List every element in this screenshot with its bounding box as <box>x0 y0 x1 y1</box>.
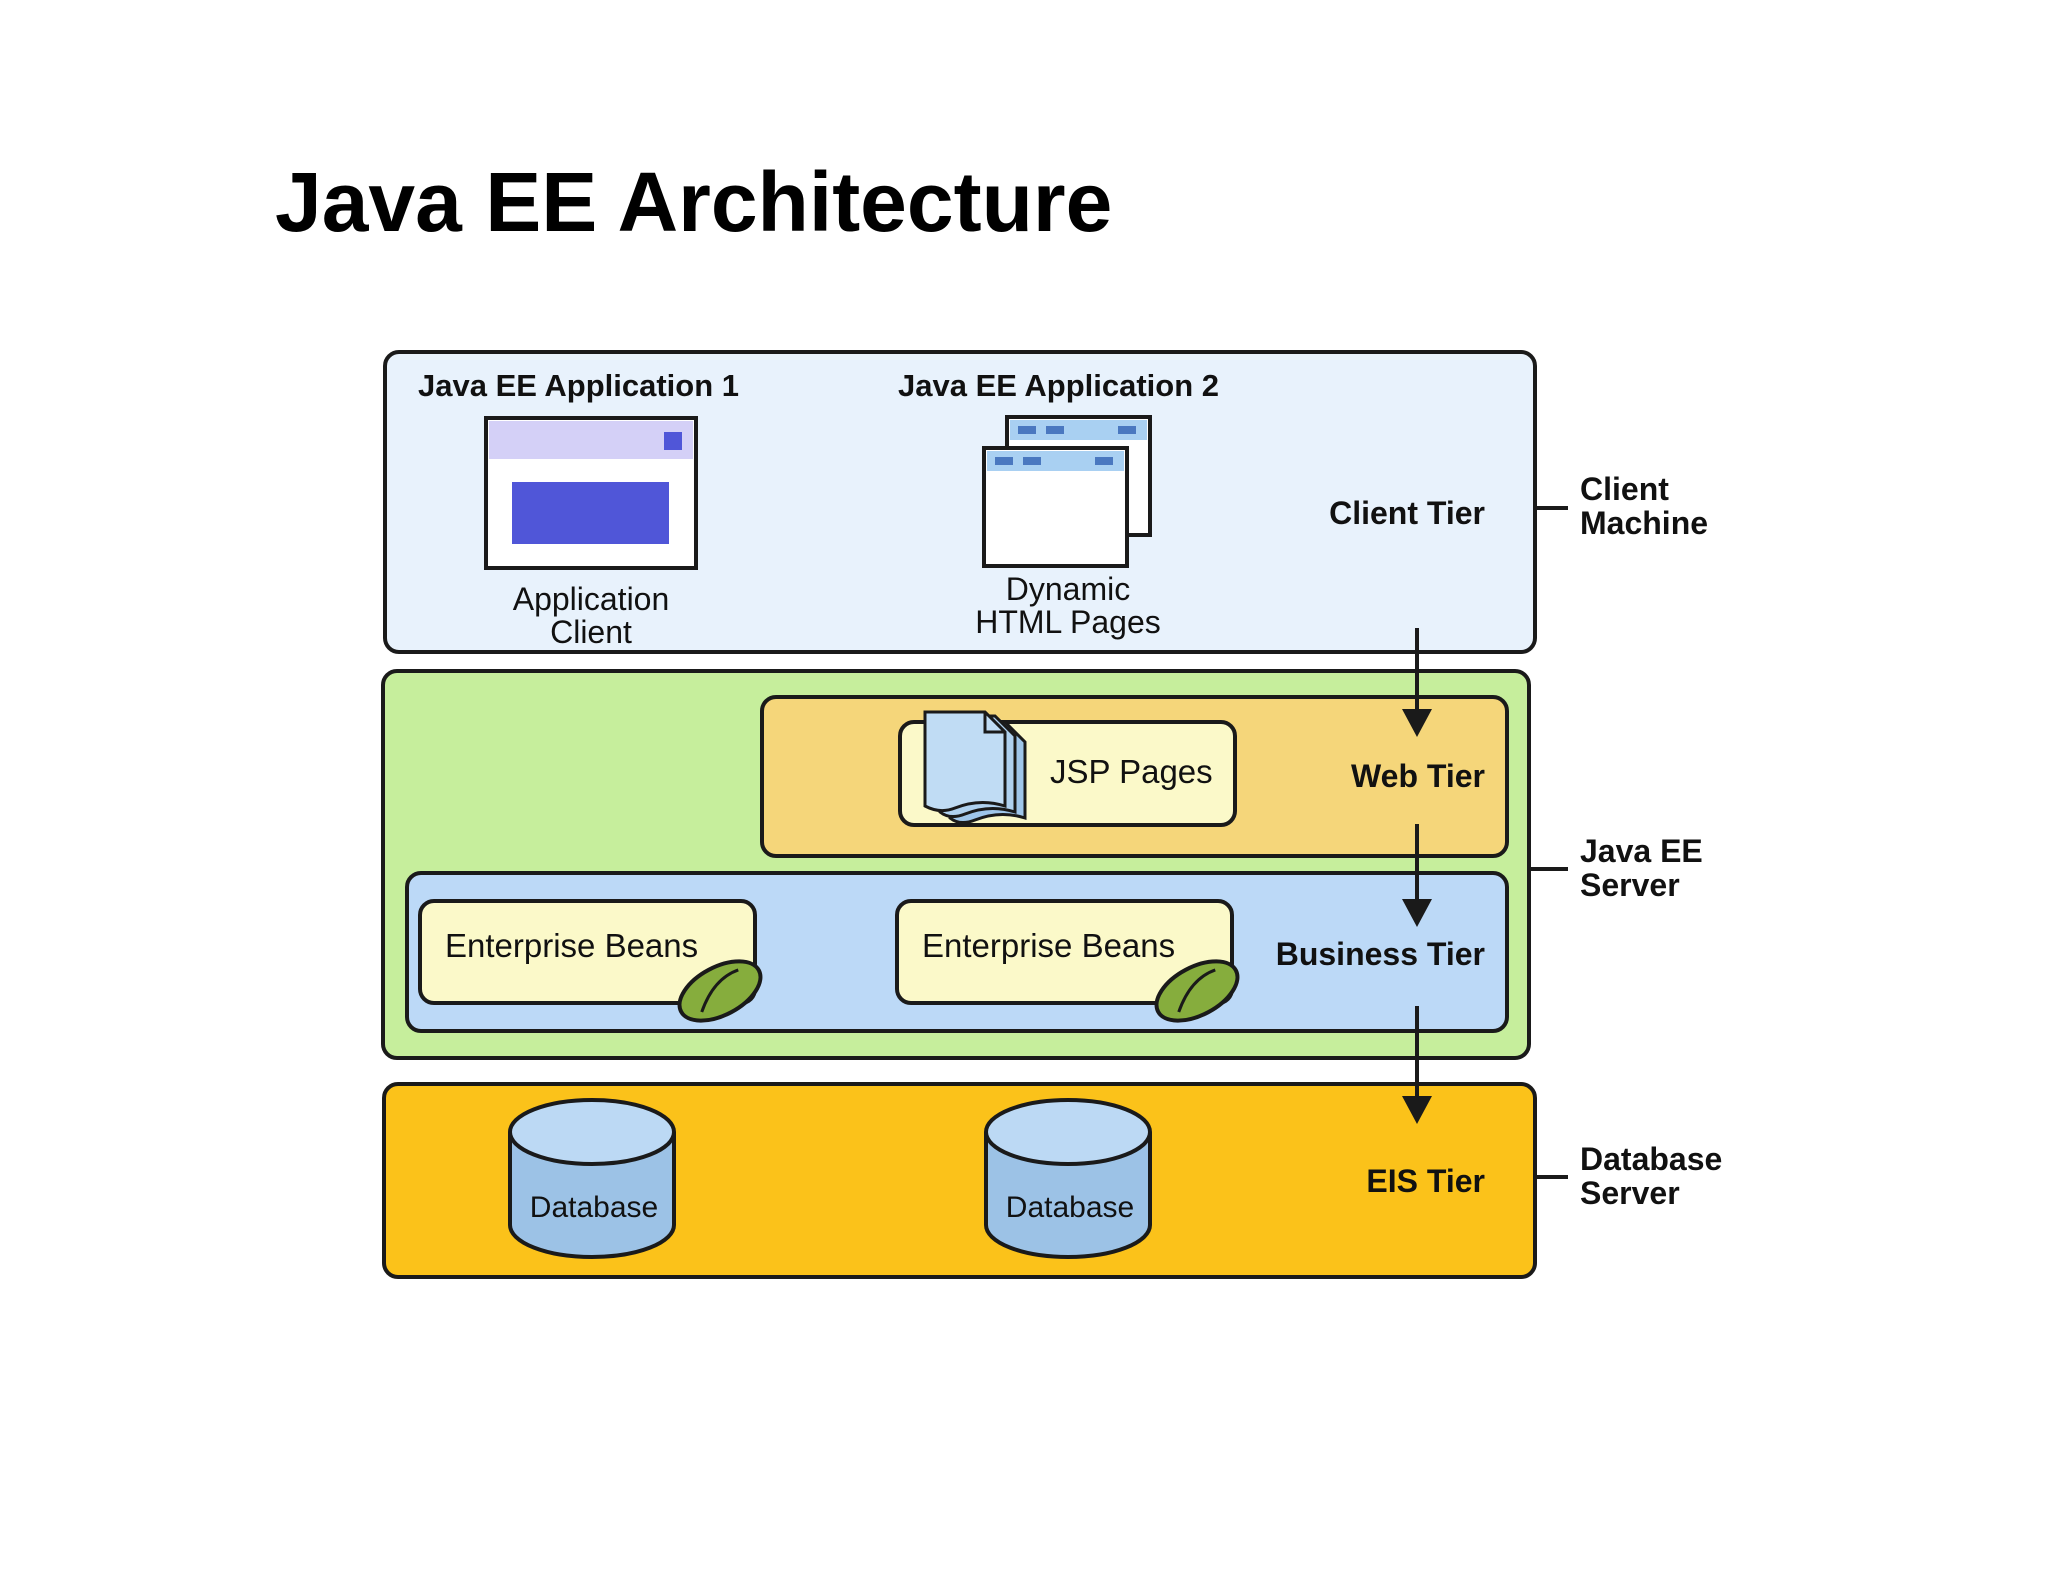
html-pages-icon <box>982 415 1152 568</box>
app2-title: Java EE Application 2 <box>898 368 1219 403</box>
client-machine-label-line1: Client <box>1580 471 1669 507</box>
arrow-web-to-business <box>1402 824 1432 927</box>
database-label-1: Database <box>530 1191 658 1224</box>
document-stack-icon <box>923 710 1027 825</box>
database-server-label-line1: Database <box>1580 1141 1722 1177</box>
dynamic-label-line2: HTML Pages <box>975 604 1161 640</box>
enterprise-beans-label-2: Enterprise Beans <box>922 927 1175 964</box>
dynamic-label-line1: Dynamic <box>1006 571 1130 607</box>
database-icon-2 <box>984 1098 1152 1259</box>
enterprise-beans-label-1: Enterprise Beans <box>445 927 698 964</box>
web-tier-label: Web Tier <box>1351 758 1485 794</box>
arrow-business-to-eis <box>1402 1006 1432 1124</box>
database-icon-1 <box>508 1098 676 1259</box>
app-client-label-line1: Application <box>513 581 670 617</box>
jsp-pages-label: JSP Pages <box>1050 753 1213 790</box>
application-window-icon <box>484 416 698 570</box>
javaee-server-label-line1: Java EE <box>1580 833 1703 869</box>
app1-title: Java EE Application 1 <box>418 368 739 403</box>
bean-icon-2 <box>1154 959 1240 1023</box>
business-tier-label: Business Tier <box>1276 936 1485 972</box>
database-server-label-line2: Server <box>1580 1175 1680 1211</box>
client-machine-label-line2: Machine <box>1580 505 1708 541</box>
enterprise-beans-box-1 <box>418 899 757 1005</box>
arrow-client-to-web <box>1402 628 1432 737</box>
app-client-label-line2: Client <box>550 614 632 650</box>
eis-tier-label: EIS Tier <box>1366 1163 1485 1199</box>
enterprise-beans-box-2 <box>895 899 1234 1005</box>
javaee-server-label-line2: Server <box>1580 867 1680 903</box>
database-label-2: Database <box>1006 1191 1134 1224</box>
client-tier-label: Client Tier <box>1329 495 1485 531</box>
page-title: Java EE Architecture <box>275 155 1113 249</box>
bean-icon-1 <box>677 959 763 1023</box>
